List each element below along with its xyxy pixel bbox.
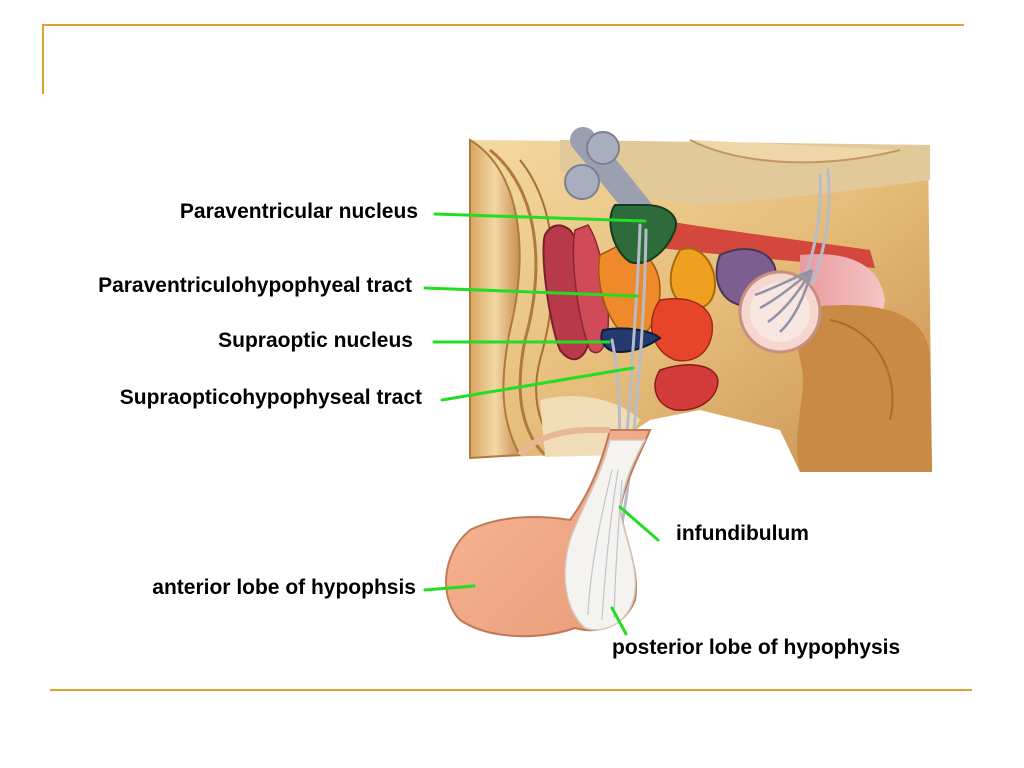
leader-lines: [423, 212, 660, 636]
label-supraoptic-nucleus: Supraoptic nucleus: [218, 329, 413, 352]
top-rule: [42, 24, 964, 26]
leader-anterior-lobe: [423, 584, 476, 592]
label-paraventriculohypophyseal-tract: Paraventriculohypophyeal tract: [98, 274, 412, 297]
label-anterior-lobe: anterior lobe of hypophsis: [152, 576, 416, 599]
leader-paraventriculohypophyseal-tract: [423, 286, 639, 298]
optic-node: [738, 268, 822, 354]
label-posterior-lobe: posterior lobe of hypophysis: [612, 636, 901, 659]
leader-infundibulum: [618, 505, 660, 542]
label-paraventricular-nucleus: Paraventricular nucleus: [179, 200, 418, 223]
leader-posterior-lobe: [610, 606, 628, 636]
bottom-rule: [50, 689, 972, 691]
leader-supraopticohypophyseal-tract: [440, 366, 635, 402]
label-supraopticohypophyseal-tract: Supraopticohypophyseal tract: [119, 386, 422, 409]
left-rule: [42, 24, 44, 94]
pituitary-gland: [445, 427, 652, 638]
label-infundibulum: infundibulum: [676, 522, 809, 545]
leader-paraventricular-nucleus: [433, 212, 647, 223]
